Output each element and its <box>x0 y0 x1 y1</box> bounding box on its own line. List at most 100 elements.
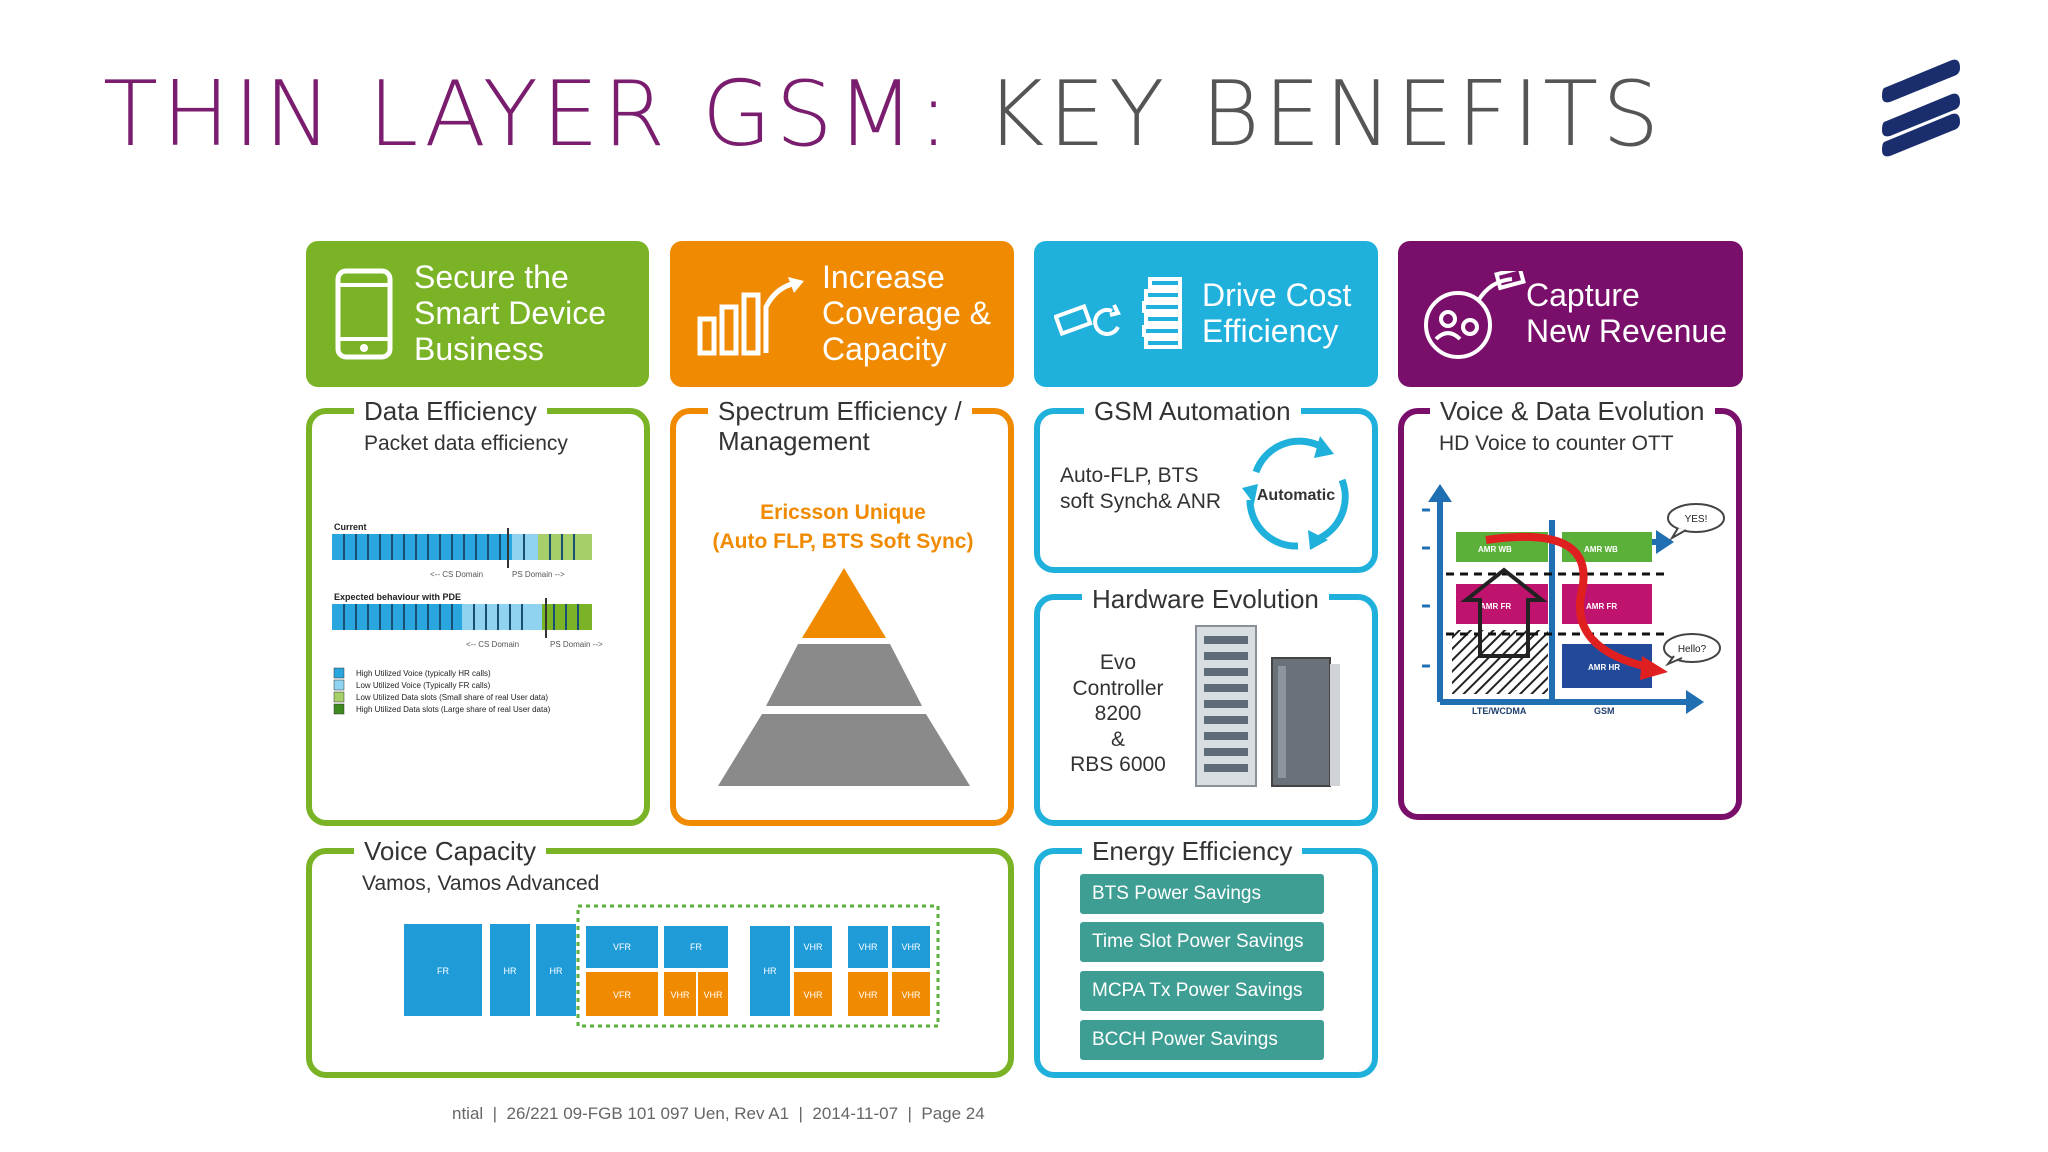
amr-wb-label-2: AMR WB <box>1584 545 1618 554</box>
fig-legend: High Utilized Voice (typically HR calls)… <box>333 667 551 715</box>
hardware-line-5: RBS 6000 <box>1070 753 1166 776</box>
cap-label-bottom-6: VHR <box>901 990 921 1000</box>
hardware-line-3: 8200 <box>1094 702 1142 725</box>
cap-bottom-blocks <box>586 972 930 1016</box>
hardware-cabinets-image <box>1195 625 1340 787</box>
card-gsm-automation <box>1034 408 1378 573</box>
voice-capacity-figure: FR HR HR VFR FR HR VHR VHR VHR VFR VHR V… <box>404 904 940 1028</box>
revenue-people-icon <box>1424 271 1526 359</box>
card-title-hardware: Hardware Evolution <box>1082 584 1329 614</box>
cap-label-top-1: FR <box>437 966 449 976</box>
header-increase-coverage: Increase Coverage & Capacity <box>670 241 1014 387</box>
money-stack-icon <box>1054 277 1182 349</box>
cap-label-top-2: HR <box>504 966 517 976</box>
fig-cs-domain-2: <-- CS Domain <box>466 640 519 649</box>
spectrum-title-line-1: Spectrum Efficiency / <box>718 396 962 426</box>
unique-line-2: (Auto FLP, BTS Soft Sync) <box>712 530 974 553</box>
card-title-voice-capacity: Voice Capacity <box>354 836 546 866</box>
legend-3: Low Utilized Data slots (Small share of … <box>356 693 548 702</box>
header-1-line-2: Smart Device <box>414 295 607 331</box>
cap-label-top-8: VHR <box>858 942 878 952</box>
slide-title: THIN LAYER GSM: KEY BENEFITS <box>103 70 1663 160</box>
automatic-label: Automatic <box>1257 487 1335 504</box>
legend-4: High Utilized Data slots (Large share of… <box>356 705 551 714</box>
header-1-line-1: Secure the <box>414 259 569 295</box>
card-subtitle-data-efficiency: Packet data efficiency <box>364 432 568 455</box>
fig-ps-domain-1: PS Domain --> <box>512 570 565 579</box>
gsm-automation-line-2: soft Synch& ANR <box>1060 490 1222 513</box>
header-4-line-1: Capture <box>1526 277 1640 313</box>
header-capture-revenue: Capture New Revenue <box>1398 241 1743 387</box>
cap-label-bottom-1: VFR <box>613 990 632 1000</box>
header-drive-cost: Drive Cost Efficiency <box>1034 241 1378 387</box>
cap-label-top-4: VFR <box>613 942 632 952</box>
header-secure-smart-device: Secure the Smart Device Business <box>306 241 649 387</box>
amr-wb-label-1: AMR WB <box>1478 545 1512 554</box>
cap-label-top-7: VHR <box>803 942 823 952</box>
legend-2: Low Utilized Voice (Typically FR calls) <box>356 681 491 690</box>
spectrum-title-line-2: Management <box>718 426 870 456</box>
hardware-text: Evo Controller 8200 & RBS 6000 <box>1052 650 1184 778</box>
x-label-gsm: GSM <box>1594 706 1615 716</box>
header-2-line-2: Coverage & <box>822 295 991 331</box>
voice-data-evolution-figure: AMR WB AMR WB AMR FR AMR FR AMR HR YES! … <box>1422 484 1725 716</box>
amr-fr-label-1: AMR FR <box>1480 602 1511 611</box>
bubble-hello: Hello? <box>1678 644 1707 655</box>
legend-1: High Utilized Voice (typically HR calls) <box>356 669 491 678</box>
data-efficiency-figure: Current <-- CS Domain PS Domain --> Expe… <box>332 522 603 715</box>
ericsson-unique-note: Ericsson Unique (Auto FLP, BTS Soft Sync… <box>672 498 1014 556</box>
amr-hr-label: AMR HR <box>1588 663 1620 672</box>
cap-label-top-6: HR <box>764 966 777 976</box>
card-subtitle-voice-data: HD Voice to counter OTT <box>1439 432 1674 455</box>
header-3-line-1: Drive Cost <box>1202 277 1352 313</box>
header-2-line-3: Capacity <box>822 331 947 367</box>
cap-label-top-9: VHR <box>901 942 921 952</box>
bubble-yes: YES! <box>1685 514 1708 525</box>
pyramid-top <box>802 568 886 638</box>
pyramid-middle <box>766 644 922 706</box>
hardware-line-1: Evo <box>1099 651 1137 674</box>
hardware-line-2: Controller <box>1072 676 1164 700</box>
energy-item-bts: BTS Power Savings <box>1080 874 1324 914</box>
cap-top-blocks <box>404 924 930 1016</box>
amr-fr-label-2: AMR FR <box>1586 602 1617 611</box>
card-title-spectrum: Spectrum Efficiency / Management <box>708 396 972 456</box>
header-1-line-3: Business <box>414 331 544 367</box>
pyramid-bottom <box>718 714 970 786</box>
title-part2: KEY BENEFITS <box>985 62 1664 167</box>
header-2-line-1: Increase <box>822 259 945 295</box>
energy-item-time-slot: Time Slot Power Savings <box>1080 922 1324 962</box>
energy-item-bcch: BCCH Power Savings <box>1080 1020 1324 1060</box>
cap-label-bottom-3: VHR <box>703 990 723 1000</box>
card-title-data-efficiency: Data Efficiency <box>354 396 547 426</box>
automation-cycle-icon: Automatic <box>1242 436 1349 550</box>
smartphone-icon <box>335 268 393 360</box>
card-title-energy: Energy Efficiency <box>1082 836 1303 866</box>
fig-current-label: Current <box>334 522 367 532</box>
cap-label-bottom-2: VHR <box>670 990 690 1000</box>
hardware-line-4: & <box>1110 727 1125 751</box>
card-title-gsm-automation: GSM Automation <box>1084 396 1301 426</box>
unique-line-1: Ericsson Unique <box>760 501 926 524</box>
expected-bar <box>332 598 592 638</box>
cap-label-top-3: HR <box>550 966 563 976</box>
current-bar <box>332 528 592 568</box>
gsm-automation-line-1: Auto-FLP, BTS <box>1060 464 1199 487</box>
header-3-line-2: Efficiency <box>1202 313 1339 349</box>
fig-expected-label: Expected behaviour with PDE <box>334 592 461 602</box>
pyramid-figure <box>718 568 970 786</box>
ericsson-logo-icon <box>1882 59 1960 157</box>
header-4-line-2: New Revenue <box>1526 313 1727 349</box>
cap-label-bottom-5: VHR <box>858 990 878 1000</box>
x-label-lte: LTE/WCDMA <box>1472 706 1527 716</box>
cap-label-top-5: FR <box>690 942 702 952</box>
slide-footer: ntial | 26/221 09-FGB 101 097 Uen, Rev A… <box>452 1104 985 1123</box>
energy-item-mcpa: MCPA Tx Power Savings <box>1080 971 1324 1011</box>
fig-cs-domain-1: <-- CS Domain <box>430 570 483 579</box>
cap-label-bottom-4: VHR <box>803 990 823 1000</box>
fig-ps-domain-2: PS Domain --> <box>550 640 603 649</box>
card-subtitle-voice-capacity: Vamos, Vamos Advanced <box>362 872 600 895</box>
gsm-automation-text: Auto-FLP, BTS soft Synch& ANR <box>1060 463 1221 515</box>
title-part1: THIN LAYER GSM: <box>103 62 953 167</box>
card-title-voice-data: Voice & Data Evolution <box>1430 396 1715 426</box>
